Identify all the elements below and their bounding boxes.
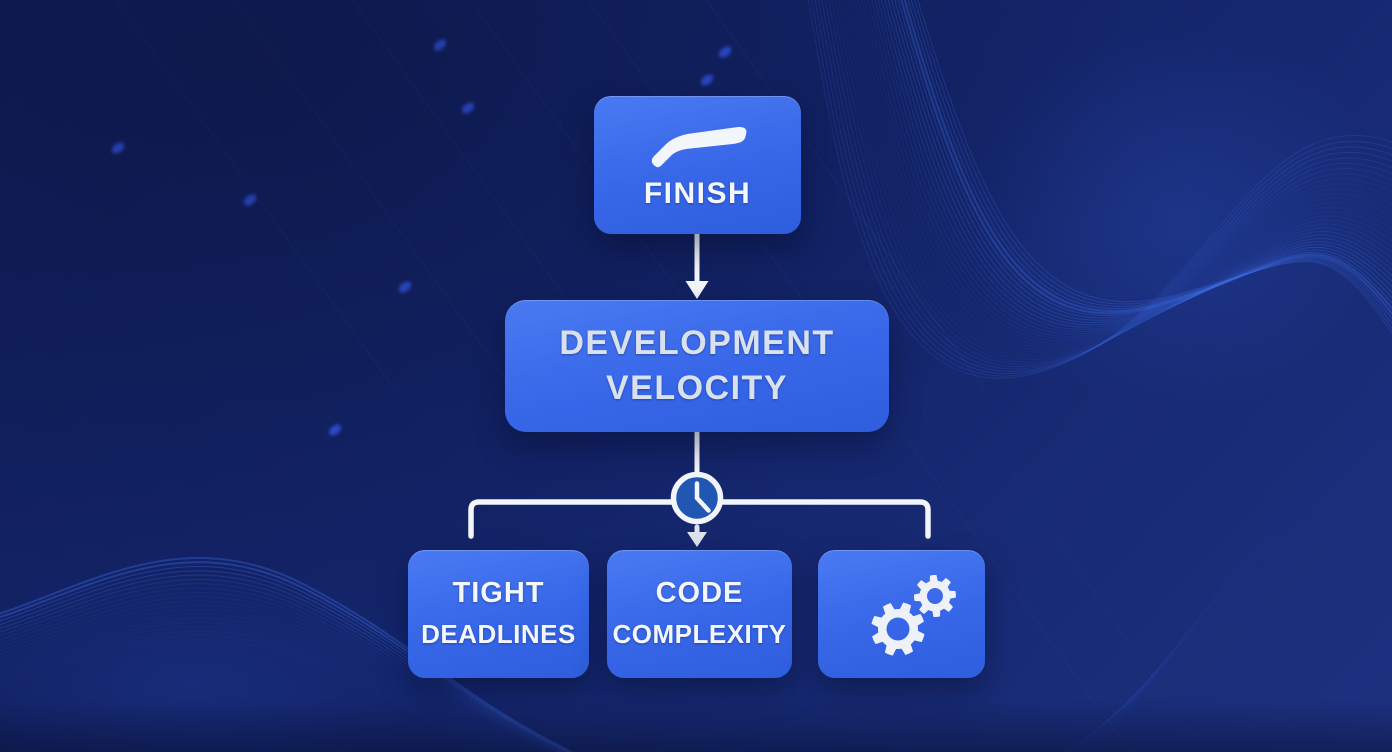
node-code-complexity: CODE COMPLEXITY [607, 550, 792, 678]
node-tight-label-line1: TIGHT [452, 577, 545, 609]
node-code-label-line1: CODE [655, 577, 744, 609]
node-velocity-label-line2: VELOCITY [605, 369, 789, 407]
clock-icon [670, 471, 724, 525]
connector-finish-to-velocity [685, 231, 709, 299]
flag-swoosh-icon [651, 127, 746, 168]
node-tight-label-line2: DEADLINES [421, 619, 576, 649]
node-finish: FINISH [594, 96, 801, 234]
gears-icon [871, 574, 957, 656]
arrow-down-small-icon [687, 532, 707, 547]
node-gears [818, 550, 985, 678]
node-velocity-label-line1: DEVELOPMENT [559, 324, 835, 362]
gear-small-icon [913, 574, 957, 618]
node-finish-label: FINISH [643, 177, 752, 210]
node-tight-deadlines: TIGHT DEADLINES [408, 550, 589, 678]
gear-large-icon [871, 602, 925, 656]
connector-junction-to-code [687, 524, 707, 547]
node-code-label-line2: COMPLEXITY [612, 619, 787, 649]
node-development-velocity: DEVELOPMENT VELOCITY [505, 300, 889, 432]
arrow-down-icon [685, 281, 709, 299]
